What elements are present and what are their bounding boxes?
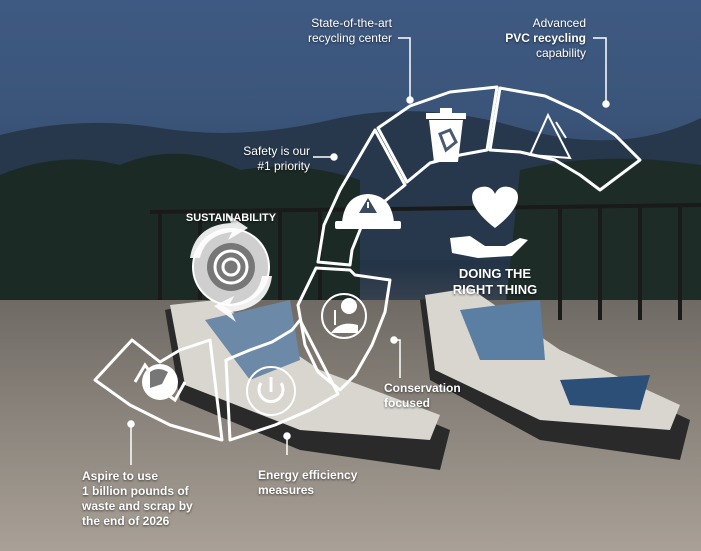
trash-recycle-icon [426, 108, 466, 162]
pointer-pvc [593, 37, 607, 104]
tree-landscape-icon [321, 293, 367, 339]
label-safety-line2: #1 priority [257, 159, 310, 173]
label-pvc-line2: PVC recycling [505, 31, 586, 45]
label-safety: Safety is our #1 priority [210, 144, 310, 174]
pointer-recycling [398, 37, 411, 100]
label-aspire-line2: 1 billion pounds of [82, 484, 189, 498]
segment-recycling-center [376, 85, 499, 184]
label-energy-line2: measures [258, 483, 315, 497]
label-pvc: Advanced PVC recycling capability [480, 16, 586, 61]
heart-hand-icon [450, 186, 528, 258]
trees-left [0, 153, 360, 330]
pointer-conservation [394, 339, 401, 378]
hardhat-warning-icon [335, 194, 401, 229]
label-conservation-line2: focused [384, 396, 431, 410]
label-conservation-line1: Conservation [384, 381, 461, 395]
label-recycling-line2: recycling center [307, 31, 392, 45]
label-recycling-line1: State-of-the-art [311, 16, 392, 30]
label-safety-line1: Safety is our [243, 144, 310, 158]
label-energy: Energy efficiency measures [258, 468, 378, 498]
segment-aspire [93, 338, 224, 442]
label-aspire-line1: Aspire to use [82, 469, 159, 483]
doing-right-line1: DOING THE [458, 266, 532, 281]
triangle-recycle-icon [528, 112, 572, 160]
label-aspire-line4: the end of 2026 [82, 514, 170, 528]
doing-right-line2: RIGHT THING [452, 282, 538, 297]
label-conservation: Conservation focused [384, 381, 474, 411]
label-energy-line1: Energy efficiency [258, 468, 358, 482]
label-recycling-center: State-of-the-art recycling center [292, 16, 392, 46]
power-icon [246, 366, 296, 416]
sustainability-cycle-icon [190, 213, 272, 322]
lounge-chair-right [420, 288, 690, 460]
doing-right-heading: DOING THE RIGHT THING [440, 266, 550, 298]
sustainability-heading: SUSTAINABILITY [185, 212, 277, 224]
segment-pvc [488, 86, 642, 192]
segment-energy [224, 318, 340, 442]
segment-conservation [296, 266, 392, 392]
label-pvc-line3: capability [535, 46, 586, 60]
label-aspire-line3: waste and scrap by [82, 499, 193, 513]
label-aspire: Aspire to use 1 billion pounds of waste … [82, 469, 212, 529]
lounge-chair-left [165, 300, 450, 470]
label-pvc-line1: Advanced [532, 16, 586, 30]
recycle-globe-icon [133, 362, 187, 403]
